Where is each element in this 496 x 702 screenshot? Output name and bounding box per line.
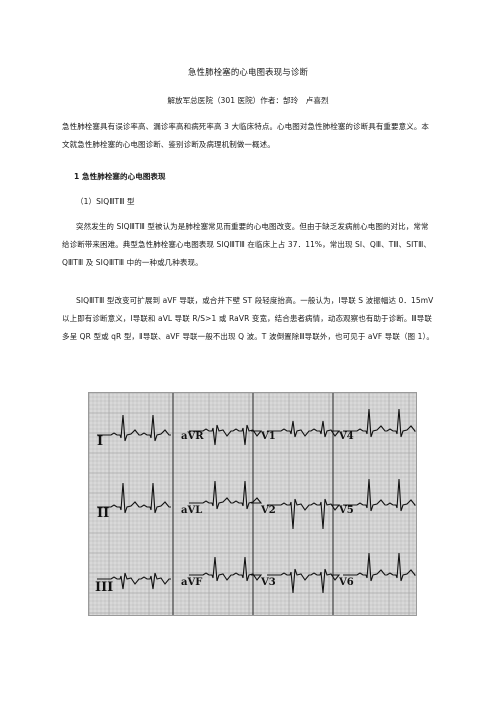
ecg-trace bbox=[343, 408, 416, 438]
ecg-trace bbox=[267, 568, 341, 594]
lead-label-aVL: aVL bbox=[181, 505, 202, 516]
lead-label-V5: V5 bbox=[338, 505, 354, 516]
lead-label-III: III bbox=[95, 580, 113, 595]
ecg-trace bbox=[97, 572, 171, 590]
ecg-trace bbox=[267, 420, 341, 438]
ecg-trace bbox=[189, 556, 263, 582]
ecg-trace bbox=[189, 424, 263, 446]
ecg-trace bbox=[267, 498, 341, 530]
section-heading: 1 急性肺栓塞的心电图表现 bbox=[74, 172, 166, 181]
lead-label-V3: V3 bbox=[260, 577, 276, 588]
ecg-trace bbox=[189, 480, 263, 510]
ecg-strips: I II III aVR aVL aVF V1 V2 V3 V4 V5 V6 bbox=[89, 393, 416, 615]
ecg-traces bbox=[97, 408, 416, 594]
document-title: 急性肺栓塞的心电图表现与诊断 bbox=[187, 67, 309, 77]
lead-label-V6: V6 bbox=[338, 577, 354, 588]
ecg-figure: I II III aVR aVL aVF V1 V2 V3 V4 V5 V6 bbox=[88, 392, 417, 616]
ecg-trace bbox=[97, 414, 171, 442]
lead-label-aVF: aVF bbox=[181, 577, 202, 588]
lead-label-aVR: aVR bbox=[181, 431, 204, 442]
body-paragraph-1: 突然发生的 SⅠQⅢTⅢ 型被认为是肺栓塞常见而重要的心电图改变。但由于缺乏发病… bbox=[62, 222, 431, 267]
lead-label-V4: V4 bbox=[338, 431, 354, 442]
document-authors: 解放军总医院（301 医院）作者：郜玲 卢喜烈 bbox=[167, 96, 329, 105]
subsection-heading: （1）SⅠQⅢTⅢ 型 bbox=[76, 197, 135, 206]
lead-label-II: II bbox=[97, 506, 109, 521]
lead-label-V2: V2 bbox=[260, 505, 276, 516]
ecg-labels: I II III aVR aVL aVF V1 V2 V3 V4 V5 V6 bbox=[95, 431, 354, 595]
lead-label-I: I bbox=[97, 434, 103, 449]
lead-label-V1: V1 bbox=[260, 431, 276, 442]
ecg-trace bbox=[97, 482, 171, 514]
body-paragraph-2: SⅠQⅢTⅢ 型改变可扩展到 aVF 导联，或合并下壁 ST 段轻度抬高。一般认… bbox=[62, 296, 434, 341]
intro-paragraph: 急性肺栓塞具有误诊率高、漏诊率高和病死率高 3 大临床特点。心电图对急性肺栓塞的… bbox=[62, 122, 430, 149]
ecg-trace bbox=[343, 478, 416, 512]
ecg-trace bbox=[343, 552, 416, 582]
